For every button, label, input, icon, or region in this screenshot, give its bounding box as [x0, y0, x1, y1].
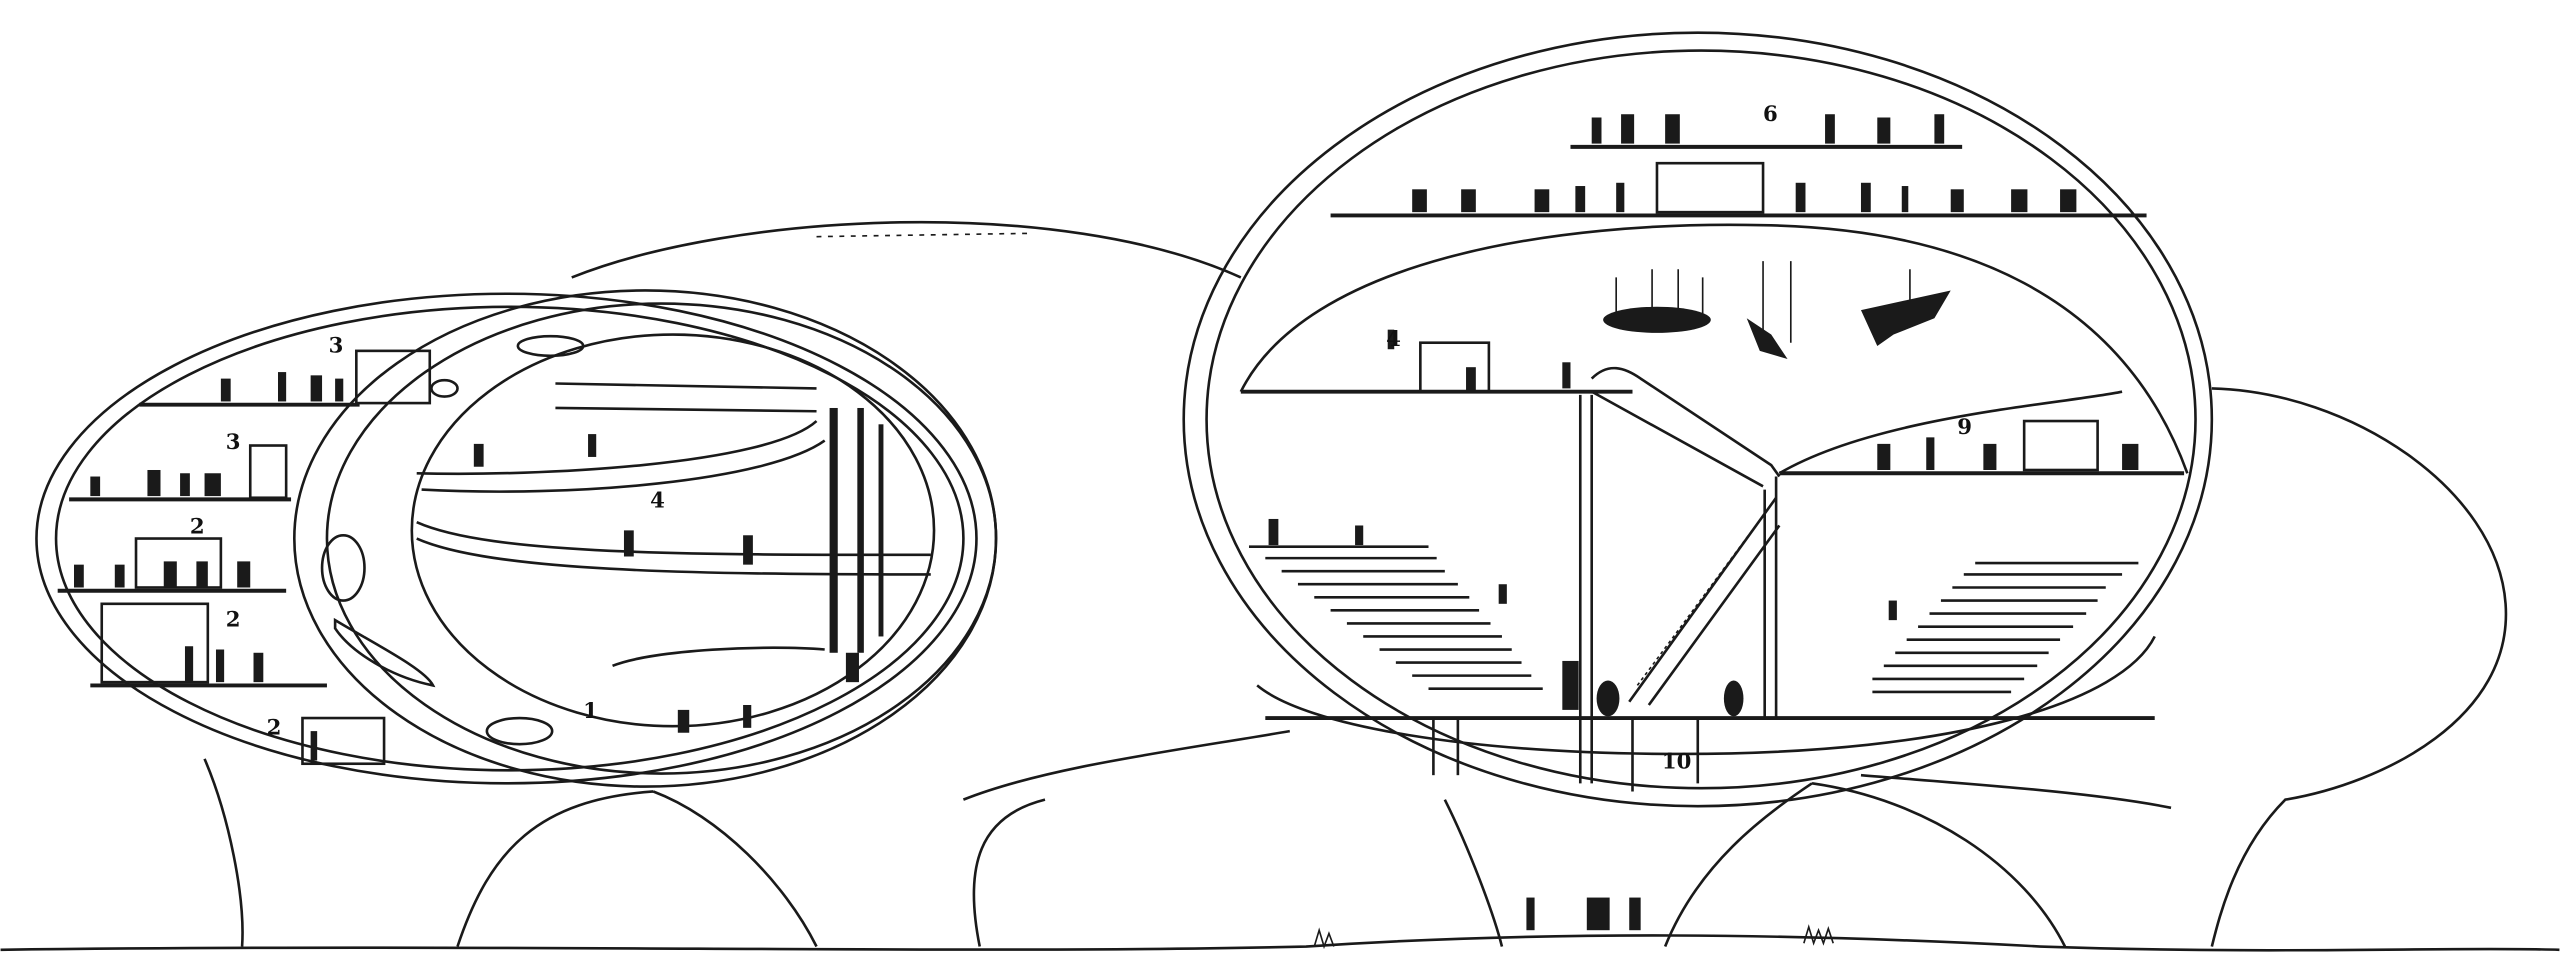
label-right-6: 6 [1763, 102, 1778, 127]
left-pod: 3 3 2 2 2 4 1 [35, 289, 998, 788]
label-left-3b: 3 [226, 430, 241, 455]
label-left-1: 1 [583, 699, 598, 724]
grass [1313, 924, 1834, 950]
label-left-2b: 2 [226, 608, 241, 633]
label-right-10: 10 [1662, 750, 1692, 775]
left-legs [203, 758, 818, 948]
label-left-4: 4 [650, 489, 665, 514]
ground-line [0, 934, 2560, 952]
right-pod: 6 4 9 10 [1182, 31, 2214, 931]
roof-dashes [816, 232, 1029, 238]
label-left-3a: 3 [329, 333, 344, 358]
label-left-2a: 2 [190, 515, 205, 540]
label-left-2c: 2 [267, 715, 282, 740]
label-right-9: 9 [1957, 415, 1972, 440]
middle-blob [571, 220, 1291, 947]
right-legs [1443, 773, 2172, 948]
right-blob [2210, 387, 2508, 947]
label-right-4: 4 [1386, 327, 1401, 352]
